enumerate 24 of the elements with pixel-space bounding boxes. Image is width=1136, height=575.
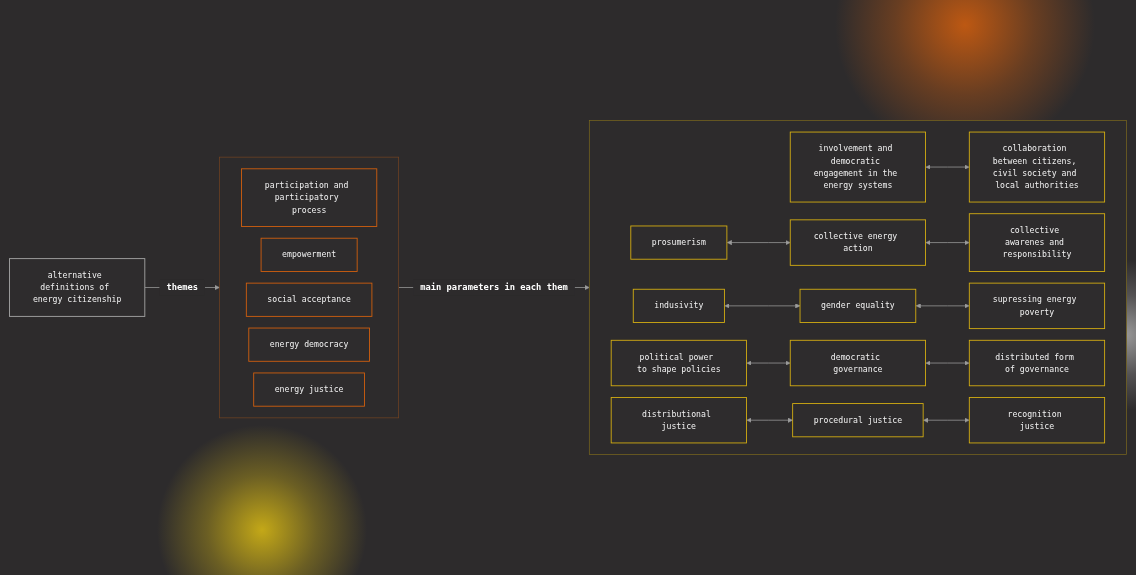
node-box: prosumerism: [630, 225, 728, 260]
node-box: collective energy action: [789, 219, 926, 266]
node-box: social acceptance: [245, 282, 373, 317]
cluster: [219, 156, 399, 419]
node-box: energy justice: [253, 372, 365, 407]
node-box: distributed form of governance: [968, 339, 1106, 387]
node-box: democratic governance: [789, 339, 926, 387]
node-box: involvement and democratic engagement in the energy systems: [789, 131, 926, 203]
node-box: procedural justice: [792, 403, 924, 438]
node-box: indusivity: [632, 288, 725, 323]
cluster: [588, 120, 1127, 455]
edge-label: main parameters in each them: [420, 282, 568, 293]
node-box: gender equality: [799, 288, 917, 323]
node-box: participation and participatory process: [241, 168, 378, 227]
node-box: empowerment: [260, 237, 358, 272]
edge-label: themes: [166, 282, 199, 293]
node-box: distributional justice: [610, 397, 747, 444]
node-box: collaboration between citizens, civil society and local authorities: [968, 131, 1106, 203]
node-box: collective awarenes and responsibility: [968, 213, 1106, 272]
node-box: recognition justice: [968, 397, 1106, 444]
node-box: energy democracy: [248, 327, 370, 362]
node-box: alternative definitions of energy citizenship: [9, 258, 146, 317]
node-box: supressing energy poverty: [968, 282, 1106, 330]
node-box: political power to shape policies: [610, 339, 747, 387]
